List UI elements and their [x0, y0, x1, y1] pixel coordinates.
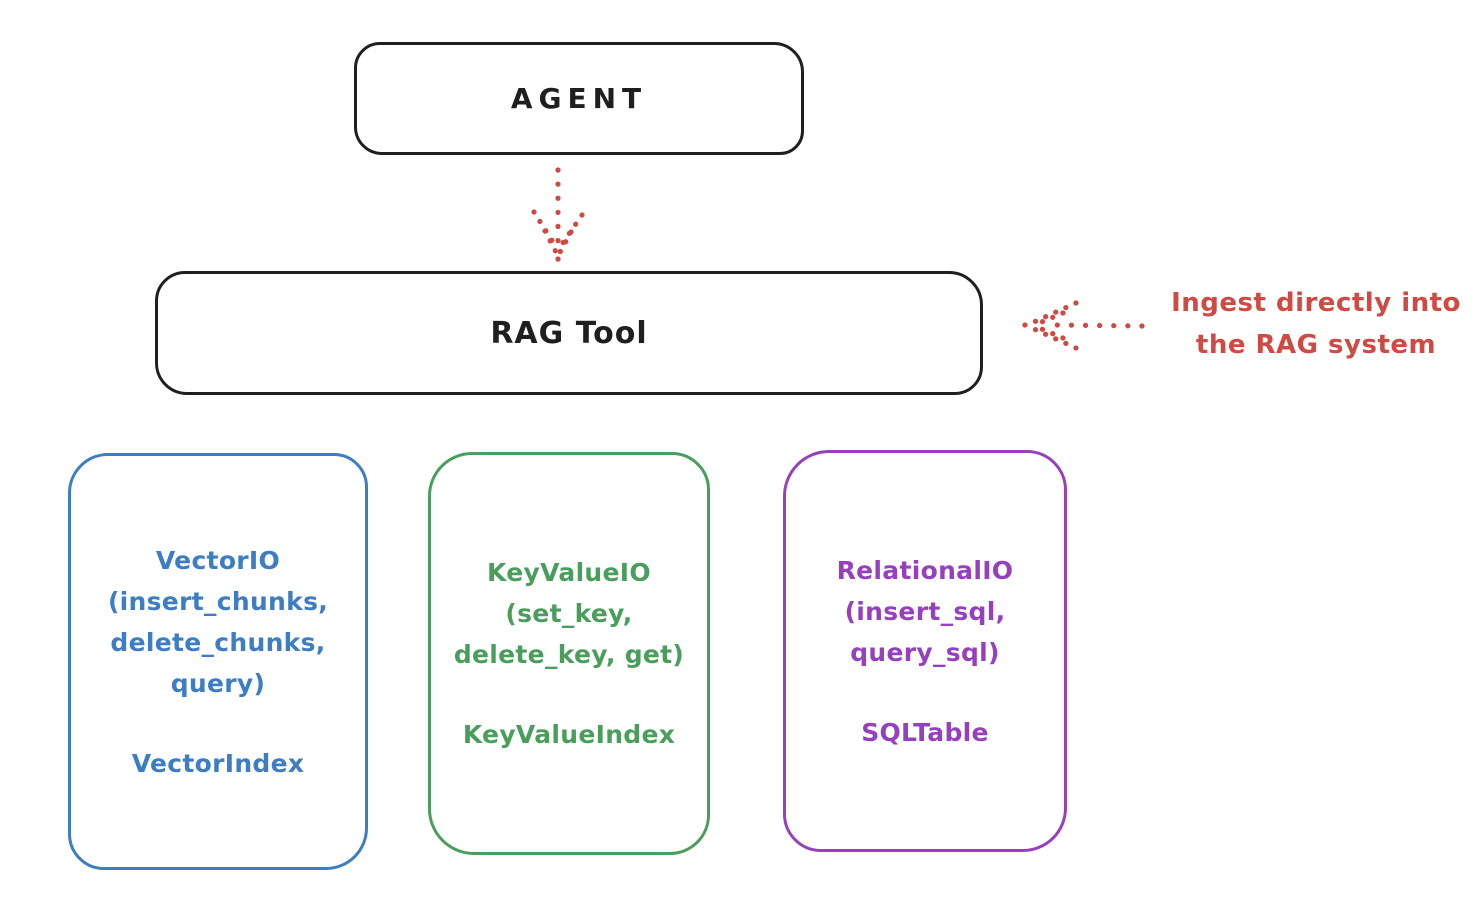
ingest-annotation: Ingest directly into the RAG system: [1148, 282, 1484, 366]
agent-label: AGENT: [510, 82, 648, 115]
sql-table-label: SQLTable: [861, 717, 989, 747]
dotted-arrow-left-icon: [1020, 300, 1145, 351]
keyvalue-io-methods-line2: delete_key, get): [453, 640, 685, 669]
vector-io-methods-line1: (insert_chunks,: [107, 586, 329, 616]
ingest-annotation-line2: the RAG system: [1195, 330, 1437, 360]
vector-index-label: VectorIndex: [131, 748, 305, 778]
keyvalue-io-title: KeyValueIO: [487, 558, 651, 587]
vector-io-methods-line3: query): [170, 668, 266, 698]
dotted-arrow-down-icon: [531, 167, 585, 264]
agent-node: AGENT: [354, 42, 804, 155]
ingest-annotation-line1: Ingest directly into: [1171, 288, 1461, 318]
relational-io-methods-line2: query_sql): [850, 637, 1000, 667]
rag-tool-node: RAG Tool: [155, 271, 983, 395]
vector-io-methods-line2: delete_chunks,: [110, 627, 326, 657]
keyvalue-io-methods-line1: (set_key,: [505, 599, 633, 628]
rag-tool-label: RAG Tool: [490, 315, 648, 351]
relational-io-methods-line1: (insert_sql,: [844, 596, 1006, 626]
relational-io-card: RelationalIO (insert_sql, query_sql) SQL…: [783, 450, 1067, 852]
vector-io-title: VectorIO: [155, 545, 281, 575]
keyvalue-io-card: KeyValueIO (set_key, delete_key, get) Ke…: [428, 452, 710, 855]
vector-io-card: VectorIO (insert_chunks, delete_chunks, …: [68, 453, 368, 870]
keyvalue-index-label: KeyValueIndex: [462, 720, 676, 749]
relational-io-title: RelationalIO: [836, 555, 1014, 585]
